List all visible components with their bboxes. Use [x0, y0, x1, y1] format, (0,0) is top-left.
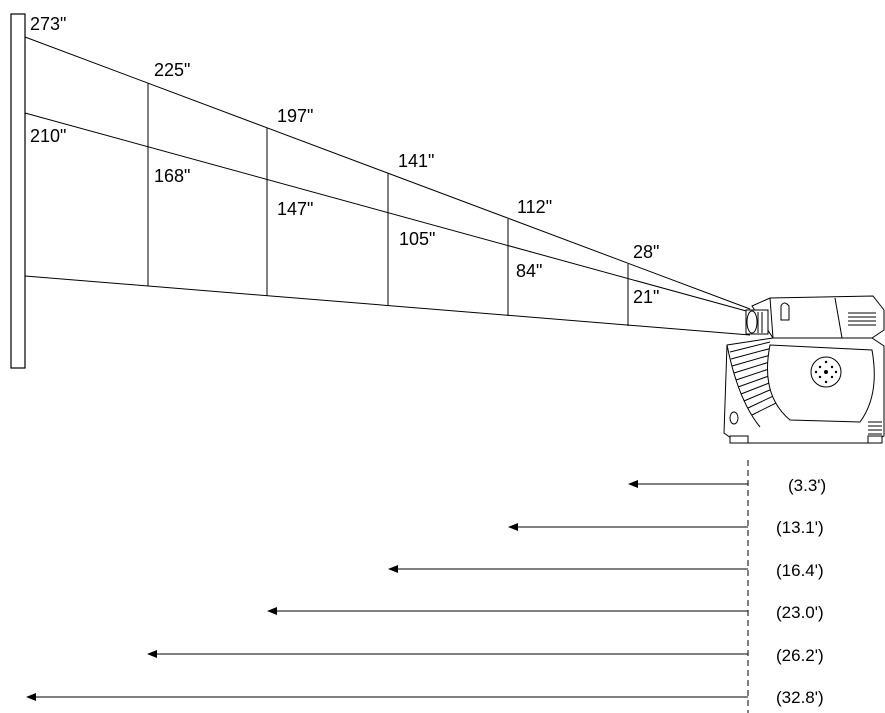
distance-label: (16.4')	[776, 561, 824, 580]
size-label-full: 141"	[398, 151, 434, 171]
projection-screen	[10, 13, 26, 369]
size-label-inner: 105"	[399, 229, 435, 249]
size-label-inner: 147"	[277, 199, 313, 219]
size-label-full: 273"	[30, 14, 66, 34]
size-label-inner: 168"	[154, 166, 190, 186]
arrowhead-icon	[147, 650, 157, 658]
distance-label: (13.1')	[776, 518, 824, 537]
distance-label: (26.2')	[776, 646, 824, 665]
distance-label: (23.0')	[776, 603, 824, 622]
distance-label: (32.8')	[776, 688, 824, 707]
arrowhead-icon	[388, 565, 398, 573]
projector-illustration	[723, 295, 885, 444]
arrowhead-icon	[508, 523, 518, 531]
size-label-full: 112"	[517, 197, 552, 217]
distance-arrows	[26, 480, 748, 701]
size-label-full: 28"	[633, 242, 659, 262]
size-label-full: 225"	[154, 60, 190, 80]
arrowhead-icon	[628, 480, 638, 488]
size-label-inner: 84"	[516, 261, 542, 281]
size-label-inner: 21"	[633, 287, 659, 307]
size-label-inner: 210"	[30, 126, 66, 146]
arrowhead-icon	[267, 607, 277, 615]
arrowhead-icon	[26, 693, 36, 701]
size-label-full: 197"	[277, 106, 313, 126]
distance-label: (3.3')	[788, 476, 826, 495]
